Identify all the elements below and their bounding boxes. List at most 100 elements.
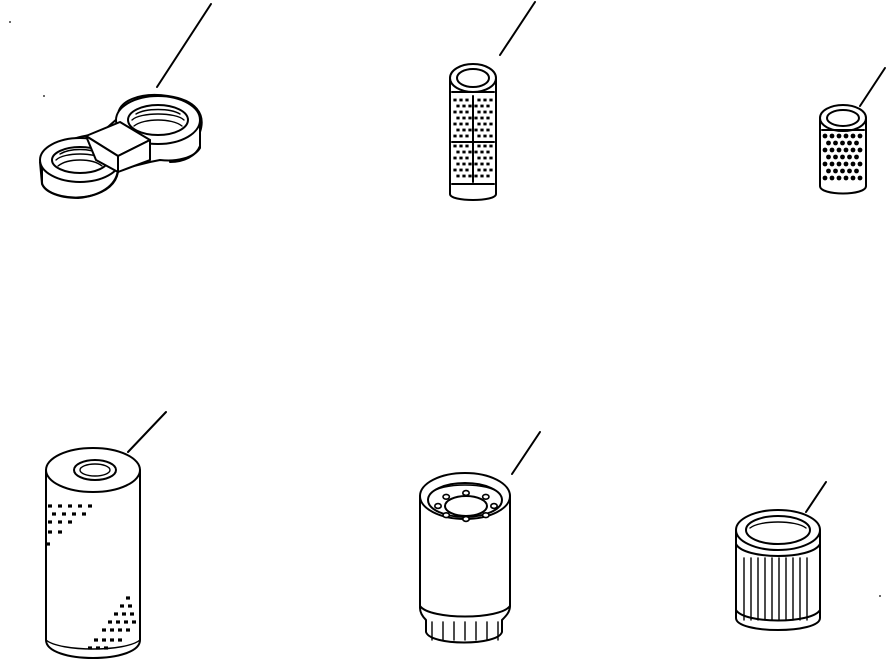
mesh-hole bbox=[486, 128, 490, 132]
port-hole bbox=[461, 515, 470, 523]
mesh-hole bbox=[459, 134, 463, 138]
mesh-hole bbox=[462, 128, 466, 132]
mesh-hole bbox=[483, 156, 487, 160]
perforation bbox=[108, 620, 112, 624]
mesh-hole bbox=[850, 133, 856, 139]
mesh-hole bbox=[480, 128, 484, 132]
mesh-hole bbox=[459, 168, 463, 172]
leader-line bbox=[127, 411, 167, 453]
mesh-hole bbox=[477, 122, 481, 126]
mesh-hole bbox=[847, 140, 852, 146]
mesh-hole bbox=[462, 104, 466, 108]
mesh-hole bbox=[829, 175, 835, 181]
pleated-filter-icon bbox=[735, 481, 827, 631]
mesh-hole bbox=[462, 162, 466, 166]
mesh-hole bbox=[486, 104, 490, 108]
mesh-hole bbox=[833, 168, 838, 174]
mesh-hole bbox=[840, 154, 845, 160]
mesh-hole bbox=[483, 98, 487, 102]
mesh-hole bbox=[822, 161, 828, 167]
mesh-hole bbox=[453, 144, 457, 148]
perforation bbox=[120, 604, 124, 608]
mesh-hole bbox=[854, 168, 859, 174]
mesh-hole bbox=[480, 116, 484, 120]
mesh-hole bbox=[483, 110, 487, 114]
perforation bbox=[118, 628, 122, 632]
mesh-hole bbox=[847, 154, 852, 160]
seal-ring bbox=[429, 484, 501, 495]
mesh-hole bbox=[843, 175, 849, 181]
mesh-hole bbox=[453, 168, 457, 172]
mesh-hole bbox=[836, 133, 842, 139]
perforation bbox=[48, 530, 52, 534]
mesh-hole bbox=[836, 175, 842, 181]
mesh-hole bbox=[489, 168, 493, 172]
filter-wrench-icon bbox=[39, 3, 212, 199]
perforation bbox=[102, 638, 106, 642]
mesh-hole bbox=[465, 168, 469, 172]
perforation bbox=[126, 596, 130, 600]
mesh-hole bbox=[483, 122, 487, 126]
perforation bbox=[46, 542, 50, 546]
mesh-hole bbox=[826, 140, 831, 146]
mesh-hole bbox=[459, 144, 463, 148]
perforation bbox=[114, 612, 118, 616]
mesh-hole bbox=[489, 122, 493, 126]
mesh-hole bbox=[829, 133, 835, 139]
spin-on-filter-icon bbox=[419, 431, 541, 644]
mesh-hole bbox=[477, 168, 481, 172]
mesh-hole bbox=[477, 134, 481, 138]
mesh-hole bbox=[483, 144, 487, 148]
mesh-hole bbox=[456, 104, 460, 108]
mesh-hole bbox=[489, 134, 493, 138]
speck bbox=[43, 95, 45, 97]
perforation bbox=[58, 504, 62, 508]
perforation bbox=[68, 504, 72, 508]
port-hole bbox=[442, 511, 451, 519]
mesh-hole bbox=[854, 140, 859, 146]
mesh-hole bbox=[465, 144, 469, 148]
mesh-hole bbox=[468, 128, 472, 132]
perforation bbox=[52, 512, 56, 516]
mesh-hole bbox=[474, 150, 478, 154]
cartridge-filter-icon bbox=[45, 411, 167, 659]
port-hole bbox=[489, 502, 498, 510]
mesh-hole bbox=[477, 98, 481, 102]
mesh-hole bbox=[459, 110, 463, 114]
mesh-hole bbox=[474, 162, 478, 166]
mesh-hole bbox=[847, 168, 852, 174]
mesh-hole bbox=[480, 174, 484, 178]
mesh-hole bbox=[850, 147, 856, 153]
mesh-hole bbox=[489, 110, 493, 114]
mesh-hole bbox=[453, 134, 457, 138]
mesh-hole bbox=[826, 168, 831, 174]
mesh-hole bbox=[833, 140, 838, 146]
perforation bbox=[96, 646, 100, 650]
mesh-hole bbox=[486, 116, 490, 120]
mesh-hole bbox=[857, 147, 863, 153]
mesh-hole bbox=[465, 98, 469, 102]
mesh-hole bbox=[843, 133, 849, 139]
mesh-hole bbox=[840, 168, 845, 174]
mesh-hole bbox=[840, 140, 845, 146]
mesh-hole bbox=[453, 110, 457, 114]
perforation bbox=[58, 530, 62, 534]
mesh-hole bbox=[474, 128, 478, 132]
leader-line bbox=[511, 431, 541, 475]
mesh-hole bbox=[483, 168, 487, 172]
mesh-hole bbox=[459, 98, 463, 102]
perforation bbox=[88, 504, 92, 508]
speck bbox=[879, 595, 881, 597]
mesh-hole bbox=[468, 162, 472, 166]
mesh-hole bbox=[456, 162, 460, 166]
mesh-hole bbox=[489, 144, 493, 148]
perforation bbox=[102, 628, 106, 632]
mesh-hole bbox=[829, 161, 835, 167]
perforation bbox=[94, 638, 98, 642]
mesh-hole bbox=[857, 161, 863, 167]
mesh-strainer-icon bbox=[449, 1, 536, 201]
mesh-hole bbox=[474, 116, 478, 120]
mesh-hole bbox=[477, 110, 481, 114]
port-hole bbox=[481, 511, 490, 519]
mesh-hole bbox=[489, 156, 493, 160]
